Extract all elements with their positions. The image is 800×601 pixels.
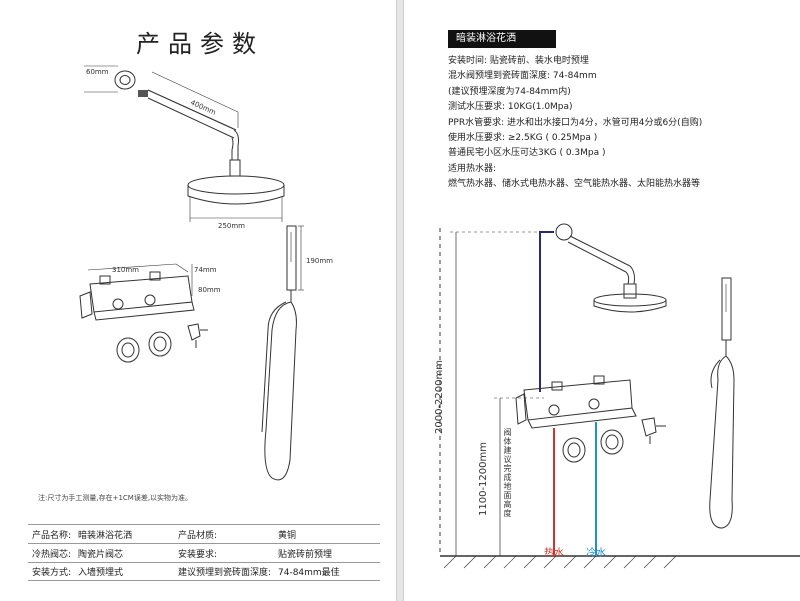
- spec-label: 建议预埋到瓷砖面深度:: [178, 568, 272, 578]
- shower-head-neck: [229, 159, 241, 177]
- valve-height-note: 阀体建议完成地面高度: [503, 428, 512, 518]
- page-gutter: [396, 0, 404, 601]
- temperature-knob: [116, 337, 140, 363]
- flow-knob: [600, 429, 624, 455]
- page-title: 产品参数: [136, 30, 264, 58]
- spec-row: 产品名称: 暗装淋浴花洒 产品材质: 黄铜: [28, 524, 380, 543]
- info-line: 使用水压要求: ≥2.5KG ( 0.25Mpa ): [448, 133, 598, 144]
- height-total-label: 2000-2200mm: [434, 360, 445, 434]
- spec-row: 冷热阀芯: 陶瓷片阀芯 安装要求: 贴瓷砖前预埋: [28, 543, 380, 562]
- spec-value: 74-84mm最佳: [278, 568, 340, 578]
- cold-water-label: 冷水: [586, 548, 606, 559]
- hot-water-label: 热水: [544, 548, 564, 559]
- dim-80: 80mm: [198, 286, 221, 294]
- wall-flange: [114, 70, 136, 90]
- install-info: 安装时间: 贴瓷砖前、装水电时预埋 混水阀预埋到瓷砖面深度: 74-84mm (…: [448, 54, 702, 193]
- right-page: 暗装淋浴花洒 安装时间: 贴瓷砖前、装水电时预埋 混水阀预埋到瓷砖面深度: 74…: [404, 0, 800, 601]
- shower-head: [593, 293, 667, 307]
- installation-diagram: [439, 223, 800, 569]
- wall-flange: [555, 223, 573, 241]
- outlet-pipe: [539, 231, 554, 392]
- product-dimension-drawing: 60mm 400mm 250mm 190mm 310mm 74mm 80mm: [79, 65, 333, 481]
- spec-value: 陶瓷片阀芯: [78, 549, 124, 560]
- shower-head: [187, 175, 285, 195]
- info-line: 混水阀预埋到瓷砖面深度: 74-84mm: [448, 71, 597, 82]
- info-line: 燃气热水器、储水式电热水器、空气能热水器、太阳能热水器等: [448, 179, 701, 190]
- spec-label: 安装要求:: [178, 549, 218, 560]
- spec-label: 冷热阀芯:: [32, 549, 72, 560]
- dim-310: 310mm: [112, 266, 139, 274]
- spec-value: 暗装淋浴花洒: [78, 530, 133, 541]
- spec-table: 产品名称: 暗装淋浴花洒 产品材质: 黄铜 冷热阀芯: 陶瓷片阀芯 安装要求: …: [28, 524, 380, 581]
- info-line: 安装时间: 贴瓷砖前、装水电时预埋: [448, 56, 589, 66]
- hose-outlet: [187, 323, 208, 348]
- shower-hose: [709, 340, 735, 529]
- dim-190: 190mm: [306, 257, 333, 265]
- spec-value: 贴瓷砖前预埋: [278, 549, 333, 560]
- left-page: 产品参数: [0, 0, 396, 601]
- spec-label: 产品材质:: [178, 530, 218, 541]
- info-line: 适用热水器:: [448, 163, 497, 174]
- dim-60: 60mm: [86, 68, 109, 76]
- valve-body: [89, 275, 193, 313]
- temperature-knob: [562, 437, 586, 463]
- measurement-note: 注:尺寸为手工测量,存在+1CM误差,以实物为准。: [38, 494, 193, 502]
- hose-outlet: [641, 417, 666, 444]
- dim-74: 74mm: [194, 266, 217, 274]
- shower-arm: [147, 89, 237, 131]
- info-line: 测试水压要求: 10KG(1.0Mpa): [448, 102, 573, 113]
- spec-value: 入墙预埋式: [78, 568, 124, 578]
- info-line: (建议预埋深度为74-84mm内): [448, 86, 571, 97]
- info-line: 普通民宅小区水压可达3KG ( 0.3Mpa ): [448, 148, 606, 159]
- shower-hose: [264, 290, 297, 481]
- hand-shower: [721, 277, 732, 341]
- spec-label: 产品名称:: [32, 530, 72, 541]
- spec-row: 安装方式: 入墙预埋式 建议预埋到瓷砖面深度: 74-84mm最佳: [28, 562, 380, 581]
- hand-shower: [286, 225, 297, 291]
- spec-label: 安装方式:: [32, 568, 72, 578]
- dim-250: 250mm: [218, 222, 245, 230]
- spec-value: 黄铜: [278, 530, 297, 541]
- section-title: 暗装淋浴花洒: [448, 30, 556, 48]
- info-line: PPR水管要求: 进水和出水接口为4分，水管可用4分或6分(自购): [448, 117, 703, 128]
- dim-400: 400mm: [189, 99, 217, 117]
- flow-knob: [148, 331, 172, 357]
- height-valve-label: 1100-1200mm: [478, 442, 489, 516]
